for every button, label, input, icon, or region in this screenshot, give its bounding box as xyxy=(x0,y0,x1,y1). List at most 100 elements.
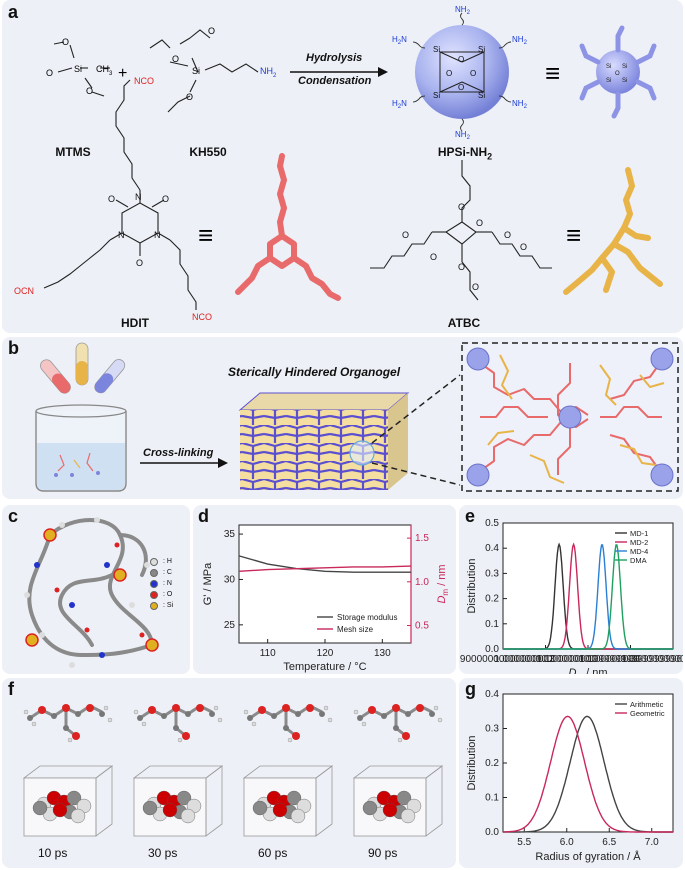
carbon-atom xyxy=(63,725,69,731)
space-fill-atom xyxy=(290,808,306,824)
ball-stick-model xyxy=(353,704,443,743)
space-fill-atom xyxy=(382,802,398,818)
hydrogen-atom xyxy=(327,717,333,723)
y-right-label-sub: m xyxy=(441,589,450,596)
time-label-3: 60 ps xyxy=(258,846,288,860)
kh550-label: KH550 xyxy=(189,145,227,159)
svg-text:O: O xyxy=(208,26,215,36)
legend-dot xyxy=(150,557,158,566)
series-line-dma xyxy=(503,544,673,650)
ball-stick-model xyxy=(243,704,333,743)
snapshot-3 xyxy=(242,704,334,837)
x-tick-label: 110 xyxy=(260,648,276,659)
legend-row-o: : O xyxy=(150,589,173,600)
svg-text:Si: Si xyxy=(606,78,611,84)
hydrogen-atom xyxy=(177,737,183,743)
hydrogen-atom xyxy=(133,709,139,715)
svg-text:NH2: NH2 xyxy=(455,130,471,141)
panel-letter-b: b xyxy=(8,338,19,358)
space-fill-atom xyxy=(70,808,86,824)
carbon-atom xyxy=(319,711,325,717)
panel-a-bg xyxy=(2,0,683,333)
svg-text:O: O xyxy=(520,242,527,252)
legend-label: Geometric xyxy=(630,709,665,718)
box-side xyxy=(205,765,223,837)
carbon-atom xyxy=(161,713,167,719)
ball-stick-model xyxy=(23,704,113,743)
y-tick-label: 0.2 xyxy=(485,594,499,605)
atbc-cartoon xyxy=(563,167,663,295)
atbc-structure xyxy=(370,160,552,301)
legend-dot xyxy=(150,601,158,610)
oxygen-atom xyxy=(402,732,410,740)
hydrogen-atom xyxy=(141,721,147,727)
network-nodes xyxy=(466,347,674,487)
x-axis-label: Temperature / °C xyxy=(283,661,366,673)
svg-text:O: O xyxy=(504,230,511,240)
space-fill-atom xyxy=(176,790,192,806)
panel-b-diagram xyxy=(35,342,679,492)
legend-row-si: : Si xyxy=(150,600,173,611)
y-tick-label: 0.3 xyxy=(485,724,499,735)
x-tick-label: 1.30000000000000004 xyxy=(622,654,683,665)
hpsi-cartoon xyxy=(596,50,640,94)
x-tick-label: 1.19999999999999996 xyxy=(579,654,682,665)
hydrogen-atom xyxy=(243,709,249,715)
svg-text:O: O xyxy=(162,194,169,204)
legend-label: Storage modulus xyxy=(337,613,397,622)
plot-frame xyxy=(238,524,412,644)
y-tick-label: 0.3 xyxy=(485,568,499,579)
oxygen-atom xyxy=(196,704,204,712)
y-right-label-unit: / nm xyxy=(436,564,448,588)
hydrogen-atom xyxy=(437,717,443,723)
box-side xyxy=(425,765,443,837)
panel-letter-a: a xyxy=(8,2,19,22)
carbon-atom xyxy=(173,725,179,731)
svg-text:N: N xyxy=(154,230,161,240)
space-fill-atom xyxy=(32,800,48,816)
hydrogen-atom xyxy=(287,737,293,743)
svg-text:N: N xyxy=(135,192,142,202)
legend-symbol: : N xyxy=(163,580,172,587)
mtms-si: Si xyxy=(74,64,82,74)
box-side xyxy=(95,765,113,837)
panel-letter-c: c xyxy=(8,506,19,526)
hydrogen-atom xyxy=(217,717,223,723)
oxygen-atom xyxy=(368,706,376,714)
svg-text:O: O xyxy=(470,69,476,78)
oxygen-atom xyxy=(38,706,46,714)
crosslink-label: Cross-linking xyxy=(143,447,214,459)
svg-text:O: O xyxy=(136,258,143,268)
oxygen-atom xyxy=(86,704,94,712)
y-left-axis-label: G' / MPa xyxy=(202,562,214,605)
y-tick-label: 0.0 xyxy=(485,827,499,838)
snapshot-2 xyxy=(132,704,224,837)
hpsi-label: HPSi-NH2 xyxy=(437,145,493,162)
kh550-structure xyxy=(149,29,259,113)
carbon-atom xyxy=(209,711,215,717)
panel-a-diagram: O O O Si CH3 + O O O Si NH2 xyxy=(14,5,663,322)
legend-row-h: : H xyxy=(150,556,173,567)
oxygen-atom xyxy=(292,732,300,740)
legend-row-c: : C xyxy=(150,567,173,578)
x-label-unit: / nm xyxy=(583,667,607,674)
oxygen-atom xyxy=(392,704,400,712)
x-axis-label: Dm / nm xyxy=(568,667,607,674)
space-filling-box xyxy=(352,765,444,837)
legend-row-n: : N xyxy=(150,578,173,589)
legend-label: Mesh size xyxy=(337,625,374,634)
svg-text:Si: Si xyxy=(433,45,440,54)
mtms-structure xyxy=(53,41,110,97)
carbon-atom xyxy=(429,711,435,717)
x-tick-label: 1.00000000000000000 xyxy=(494,654,597,665)
space-fill-atom xyxy=(396,790,412,806)
hdit-label: HDIT xyxy=(121,316,149,330)
hydrogen-atom xyxy=(107,717,113,723)
chart-e: 0.900000000000000021.000000000000000001.… xyxy=(459,518,683,674)
svg-text:O: O xyxy=(472,282,479,292)
x-tick-label: 0.90000000000000002 xyxy=(459,654,555,665)
hdit-ocn: OCN xyxy=(14,286,34,296)
svg-text:O: O xyxy=(458,202,465,212)
y-tick-label: 0.2 xyxy=(485,758,499,769)
